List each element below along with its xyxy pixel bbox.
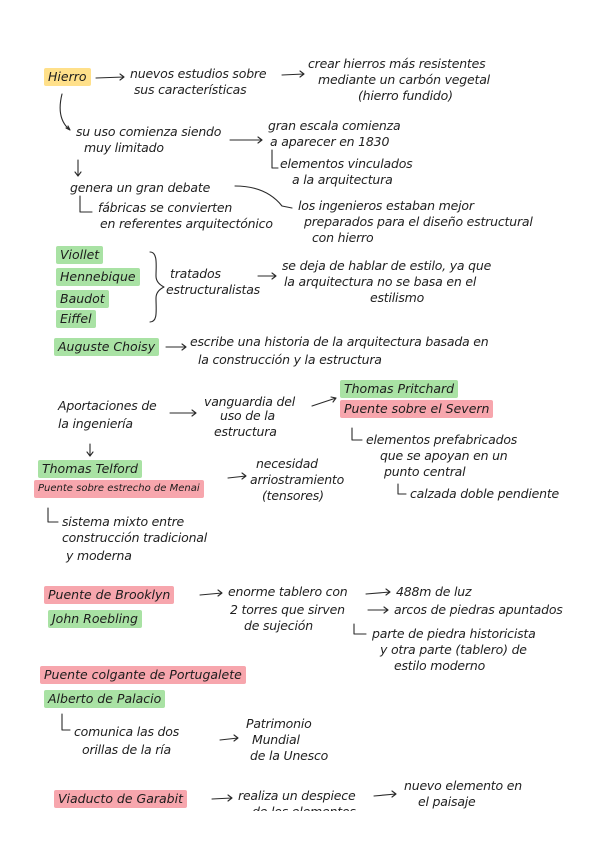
aport-p1: elementos prefabricados	[366, 432, 518, 447]
hierro-b2: su uso comienza siendo	[76, 124, 222, 139]
tratados-r3: estilismo	[370, 290, 425, 305]
tratados-r2: la arquitectura no se basa en el	[284, 274, 477, 289]
portugalete-c1: comunica las dos	[74, 724, 180, 739]
brooklyn-r4: y otra parte (tablero) de	[380, 642, 527, 657]
brace	[149, 251, 165, 323]
garabit-bridge: Viaducto de Garabit	[54, 790, 187, 808]
arrow-uso-escala	[229, 136, 263, 144]
arrow-hierro-uso	[59, 93, 71, 131]
hierro-b1: nuevos estudios sobre	[130, 66, 267, 81]
arrow-brooklyn-enorme	[199, 589, 223, 597]
hierro-b3: genera un gran debate	[70, 180, 211, 195]
tratados-label-1: tratados	[170, 266, 221, 281]
aport-p4: calzada doble pendiente	[410, 486, 560, 501]
telford-s3: y moderna	[66, 548, 132, 563]
garabit-r1: realiza un despiece	[238, 788, 356, 803]
hierro-b2b: muy limitado	[84, 140, 164, 155]
hierro-b1r3: (hierro fundido)	[358, 88, 453, 103]
hierro-b3r2: preparados para el diseño estructural	[304, 214, 533, 229]
portugalete-w2: Mundial	[252, 732, 300, 747]
arrow-sujecion-parte	[353, 623, 367, 635]
arrow-aport-vanguardia	[169, 409, 197, 417]
hierro-b2r4: a la arquitectura	[292, 172, 393, 187]
aport-p2: que se apoyan en un	[380, 448, 508, 463]
telford-s1: sistema mixto entre	[62, 514, 185, 529]
severn-bridge: Puente sobre el Severn	[340, 400, 494, 418]
hierro-b3r1: los ingenieros estaban mejor	[298, 198, 474, 213]
palacio-name: Alberto de Palacio	[44, 690, 166, 708]
hierro-b3a: fábricas se convierten	[98, 200, 233, 215]
brooklyn-e2: 2 torres que sirven	[230, 602, 345, 617]
roebling-name: John Roebling	[48, 610, 142, 628]
tratados-label-2: estructuralistas	[166, 282, 260, 297]
hierro-b1b: sus características	[134, 82, 247, 97]
arrow-punto-calzada	[397, 483, 407, 495]
arrow-aport-down	[86, 443, 94, 457]
hierro-b3r3: con hierro	[312, 230, 374, 245]
brooklyn-r5: estilo moderno	[394, 658, 486, 673]
tratado-name-4: Eiffel	[56, 310, 96, 328]
brooklyn-e3: de sujeción	[244, 618, 313, 633]
arrow-telford-sistema	[47, 507, 59, 523]
garabit-n2: el paisaje	[418, 794, 476, 809]
tratado-name-2: Hennebique	[56, 268, 140, 286]
hierro-b2r2: a aparecer en 1830	[270, 134, 390, 149]
arrow-hierro-estudios	[95, 73, 125, 81]
arrow-genera-fabricas	[79, 195, 93, 213]
tratado-name-3: Baudot	[56, 290, 109, 308]
hierro-b2r1: gran escala comienza	[268, 118, 401, 133]
arrow-comunica-patrimonio	[219, 734, 239, 742]
tratado-name-1: Viollet	[56, 246, 104, 264]
hierro-b2r3: elementos vinculados	[280, 156, 413, 171]
arrow-genera-ingenieros	[234, 185, 293, 209]
tratados-r1: se deja de hablar de estilo, ya que	[282, 258, 492, 273]
telford-s2: construcción tradicional	[62, 530, 208, 545]
telford-name: Thomas Telford	[38, 460, 142, 478]
hierro-title: Hierro	[44, 68, 91, 86]
telford-n3: (tensores)	[262, 488, 324, 503]
choisy-t2: la construcción y la estructura	[198, 352, 382, 367]
garabit-n1: nuevo elemento en	[404, 778, 522, 793]
arrow-vanguardia-pritchard	[311, 396, 337, 407]
aport-p3: punto central	[384, 464, 466, 479]
arrow-realiza-nuevo	[373, 790, 397, 798]
aport-v2: uso de la	[220, 408, 275, 423]
aport-t2: la ingeniería	[58, 416, 133, 431]
portugalete-w1: Patrimonio	[246, 716, 312, 731]
arrow-sirven-arcos	[367, 606, 389, 614]
hierro-b3b: en referentes arquitectónico	[100, 216, 273, 231]
arrow-uso-genera	[74, 159, 82, 177]
portugalete-w3: de la Unesco	[250, 748, 329, 763]
arrow-palacio-comunica	[61, 713, 71, 731]
aport-v3: estructura	[214, 424, 277, 439]
menai-bridge: Puente sobre estrecho de Menai	[34, 480, 204, 498]
choisy-t1: escribe una historia de la arquitectura …	[190, 334, 489, 349]
aport-v1: vanguardia del	[204, 394, 295, 409]
arrow-garabit-realiza	[211, 794, 233, 802]
arrow-enorme-luz	[365, 588, 391, 596]
brooklyn-r3: parte de piedra historicista	[372, 626, 536, 641]
arrow-tratados-dejar	[257, 272, 277, 280]
hierro-b1r1: crear hierros más resistentes	[308, 56, 486, 71]
hierro-b1r2: mediante un carbón vegetal	[318, 72, 490, 87]
garabit-r2: de los elementos	[252, 804, 356, 819]
brooklyn-r2: arcos de piedras apuntados	[394, 602, 563, 617]
arrow-choisy-escribe	[165, 343, 187, 351]
choisy-name: Auguste Choisy	[54, 338, 160, 356]
portugalete-bridge: Puente colgante de Portugalete	[40, 666, 246, 684]
arrow-menai-necesidad	[227, 472, 247, 480]
arrow-estudios-crear	[281, 70, 305, 78]
pritchard-name: Thomas Pritchard	[340, 380, 459, 398]
portugalete-c2: orillas de la ría	[82, 742, 171, 757]
brooklyn-r1: 488m de luz	[396, 584, 472, 599]
aport-t1: Aportaciones de	[58, 398, 157, 413]
arrow-severn-elementos	[351, 427, 363, 441]
arrow-escala-elementos	[271, 149, 279, 169]
brooklyn-bridge: Puente de Brooklyn	[44, 586, 175, 604]
telford-n1: necesidad	[256, 456, 318, 471]
telford-n2: arriostramiento	[250, 472, 345, 487]
brooklyn-e1: enorme tablero con	[228, 584, 348, 599]
